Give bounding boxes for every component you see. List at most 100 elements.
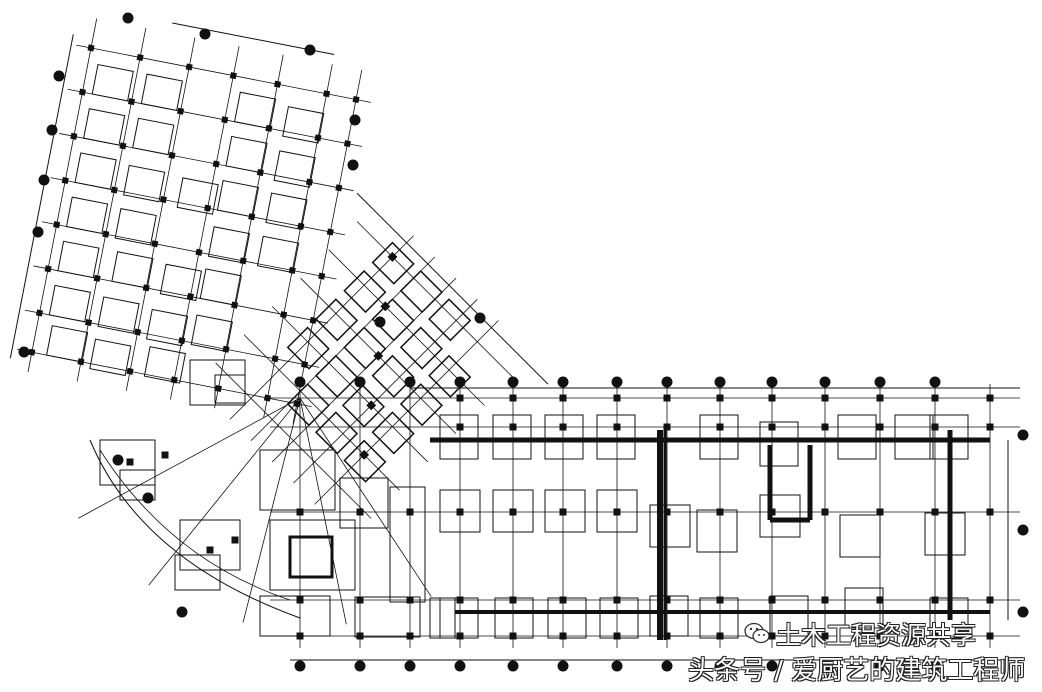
footing [929, 597, 969, 639]
column [663, 632, 671, 640]
footing [439, 414, 479, 460]
curved-grid-line [89, 439, 301, 619]
footing [699, 597, 739, 639]
column [509, 508, 517, 516]
footing [89, 338, 132, 377]
column [134, 328, 142, 336]
radial-grid-line [148, 397, 301, 586]
axis-bubble [294, 660, 306, 672]
column [222, 345, 230, 353]
column [456, 508, 464, 516]
column [256, 169, 264, 177]
footing [696, 509, 738, 553]
curved-fan-zone [78, 359, 432, 625]
column [231, 536, 239, 544]
footing [759, 494, 801, 538]
column [986, 596, 994, 604]
axis-bubble [661, 660, 673, 672]
column [663, 508, 671, 516]
footing [924, 512, 966, 556]
column [280, 311, 288, 319]
footing [256, 235, 300, 274]
column [87, 44, 95, 52]
column [229, 72, 237, 80]
column [509, 596, 517, 604]
axis-bubble [304, 44, 316, 56]
axis-bubble [557, 376, 569, 388]
footing [399, 269, 443, 314]
axis-bubble [354, 376, 366, 388]
footing [389, 486, 426, 603]
axis-bubble [507, 660, 519, 672]
footing [547, 597, 587, 639]
axis-bubble [1017, 524, 1029, 536]
column [876, 394, 884, 402]
column [239, 257, 247, 265]
axis-bubble [454, 376, 466, 388]
footing [269, 519, 356, 591]
footing [343, 326, 387, 370]
column [102, 230, 110, 238]
column [214, 384, 222, 393]
axis-bubble [46, 124, 58, 136]
column [380, 301, 391, 312]
footing [140, 73, 183, 112]
column [119, 142, 127, 150]
axis-bubble [454, 660, 466, 672]
footing [233, 91, 277, 130]
column [613, 508, 621, 516]
column [77, 358, 85, 366]
footing [190, 314, 233, 352]
pile-cap [288, 535, 334, 579]
footing [759, 421, 799, 467]
footing [429, 597, 456, 639]
footing [57, 240, 100, 279]
column [559, 632, 567, 640]
footing [282, 106, 325, 144]
grid-line [76, 44, 371, 103]
column [314, 134, 322, 142]
straight-wing [259, 384, 1020, 661]
footing [492, 414, 532, 460]
footing [929, 414, 969, 460]
column [170, 376, 178, 384]
footing [259, 595, 331, 637]
axis-bubble [404, 376, 416, 388]
column [142, 284, 150, 292]
axis-bubble [347, 159, 359, 171]
column [356, 508, 364, 516]
column [559, 596, 567, 604]
column [318, 272, 326, 280]
column [305, 178, 313, 186]
footing [371, 354, 415, 398]
footing [314, 298, 359, 342]
footing [176, 177, 219, 215]
footing [119, 469, 156, 501]
footing [439, 597, 479, 639]
column [296, 508, 304, 516]
footing [371, 241, 415, 285]
column [406, 596, 414, 604]
axis-bubble [874, 376, 886, 388]
column [366, 400, 377, 411]
column [876, 508, 884, 516]
footing [844, 587, 884, 629]
column [44, 265, 52, 273]
column [352, 95, 360, 103]
watermark-source: 土木工程资源共享 [776, 621, 977, 650]
column [265, 124, 273, 132]
column [406, 508, 414, 516]
axis-bubble [199, 28, 211, 40]
column [78, 88, 86, 96]
column [931, 508, 939, 516]
axis-bubble [611, 376, 623, 388]
column [509, 423, 517, 431]
footing [399, 326, 443, 370]
column [821, 394, 829, 402]
column [406, 632, 414, 640]
footing [273, 150, 316, 188]
column [343, 140, 351, 148]
column [35, 309, 44, 317]
column [28, 348, 36, 356]
axis-bubble [874, 660, 886, 672]
